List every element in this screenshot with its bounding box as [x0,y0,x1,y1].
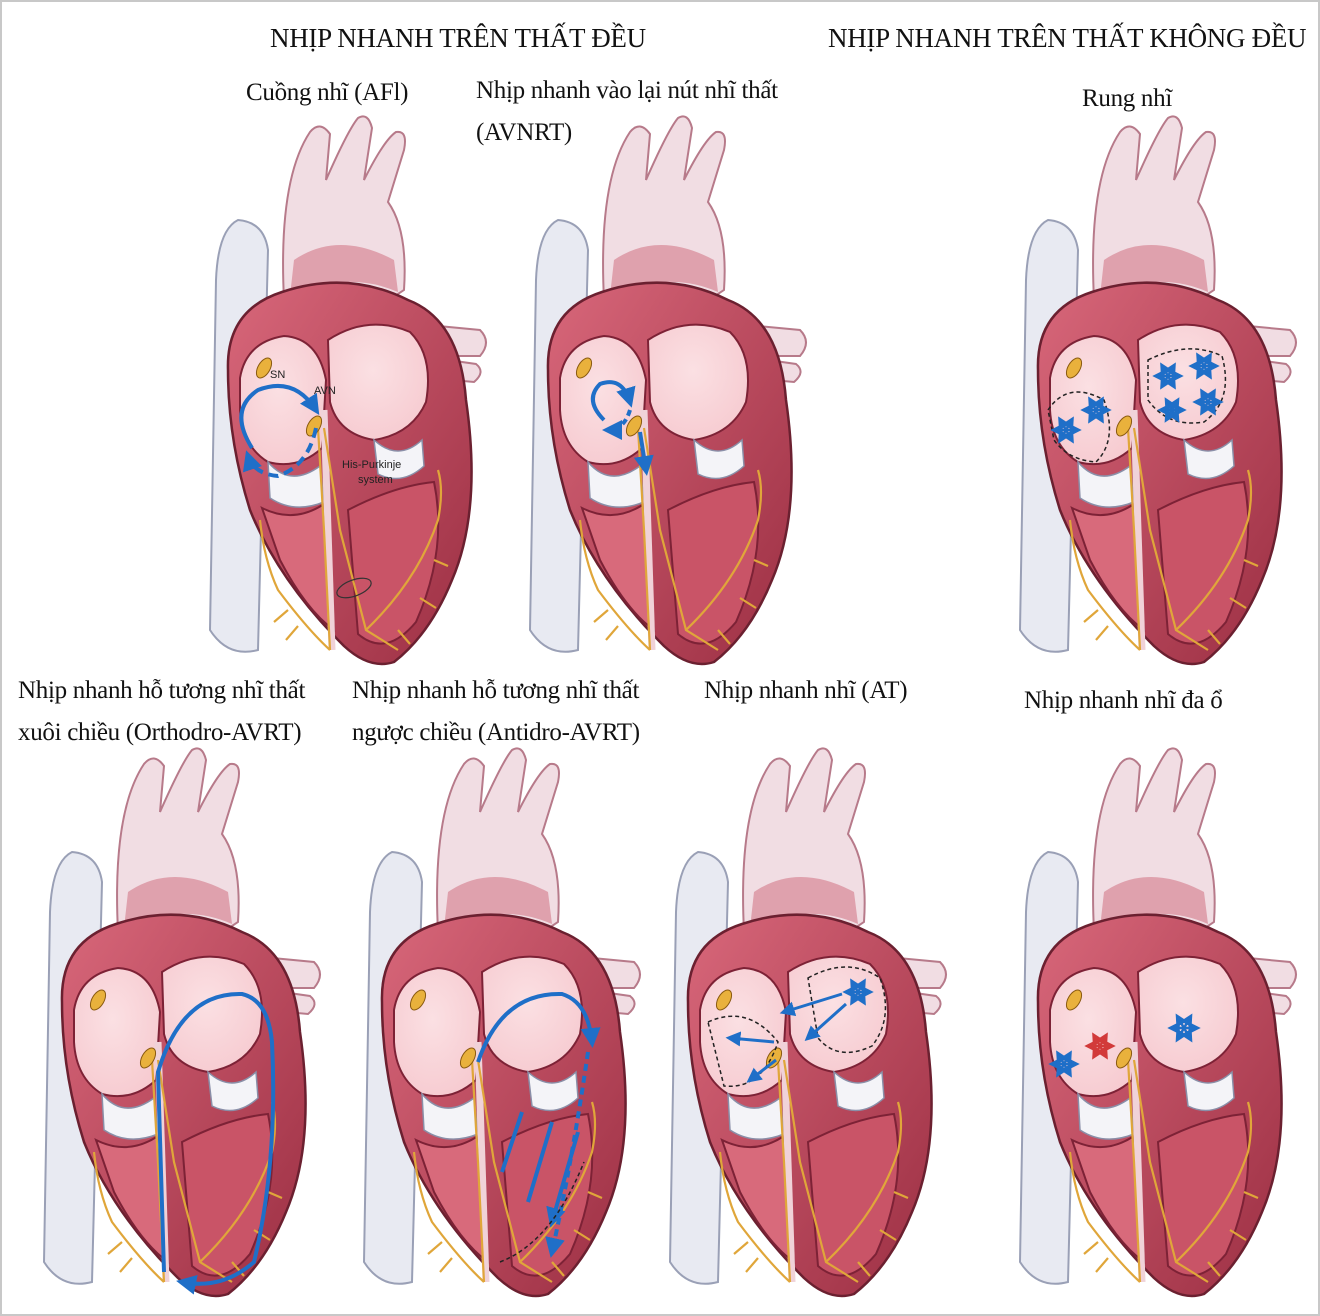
heart-mat [1008,742,1308,1302]
afl-title: Cuồng nhĩ (AFl) [246,80,408,106]
heart-at-svg [658,742,958,1302]
orthodro-title-line1: Nhịp nhanh hỗ tương nhĩ thất [18,678,305,704]
heart-af [1008,110,1308,670]
right-atrium [74,968,160,1096]
heart-base [364,748,640,1296]
heart-orthodro-svg [32,742,332,1302]
right-atrium [394,968,480,1096]
heart-avnrt-svg [518,110,818,670]
left-atrium [328,325,428,440]
antidro-title-line1: Nhịp nhanh hỗ tương nhĩ thất [352,678,639,704]
heart-mat-svg [1008,742,1308,1302]
af-title: Rung nhĩ [1082,86,1172,112]
right-atrium [1050,336,1136,464]
heart-base [1020,116,1296,664]
right-atrium [240,336,326,464]
heart-base [1020,748,1296,1296]
irregular-svt-heading: NHỊP NHANH TRÊN THẤT KHÔNG ĐỀU [828,24,1306,52]
right-atrium [1050,968,1136,1096]
heart-antidro-svg [352,742,652,1302]
his-purkinje-callout-line2: system [358,474,393,486]
heart-antidro [352,742,652,1302]
right-atrium [560,336,646,464]
heart-orthodro [32,742,332,1302]
heart-base [530,116,806,664]
heart-af-svg [1008,110,1308,670]
regular-svt-heading: NHỊP NHANH TRÊN THẤT ĐỀU [270,24,646,52]
his-purkinje-callout-line1: His-Purkinje [342,459,401,471]
heart-afl [198,110,498,670]
left-atrium [1138,325,1238,440]
sn-callout: SN [270,369,285,381]
left-atrium [788,957,888,1072]
left-atrium [648,325,748,440]
right-atrium [700,968,786,1096]
heart-afl-svg [198,110,498,670]
avn-callout: AVN [314,385,336,397]
heart-avnrt [518,110,818,670]
avnrt-title-line1: Nhịp nhanh vào lại nút nhĩ thất [476,78,778,104]
heart-base [670,748,946,1296]
mat-title: Nhịp nhanh nhĩ đa ổ [1024,688,1222,714]
heart-at [658,742,958,1302]
left-atrium [482,957,582,1072]
at-title: Nhịp nhanh nhĩ (AT) [704,678,907,704]
left-atrium [162,957,262,1072]
left-atrium [1138,957,1238,1072]
